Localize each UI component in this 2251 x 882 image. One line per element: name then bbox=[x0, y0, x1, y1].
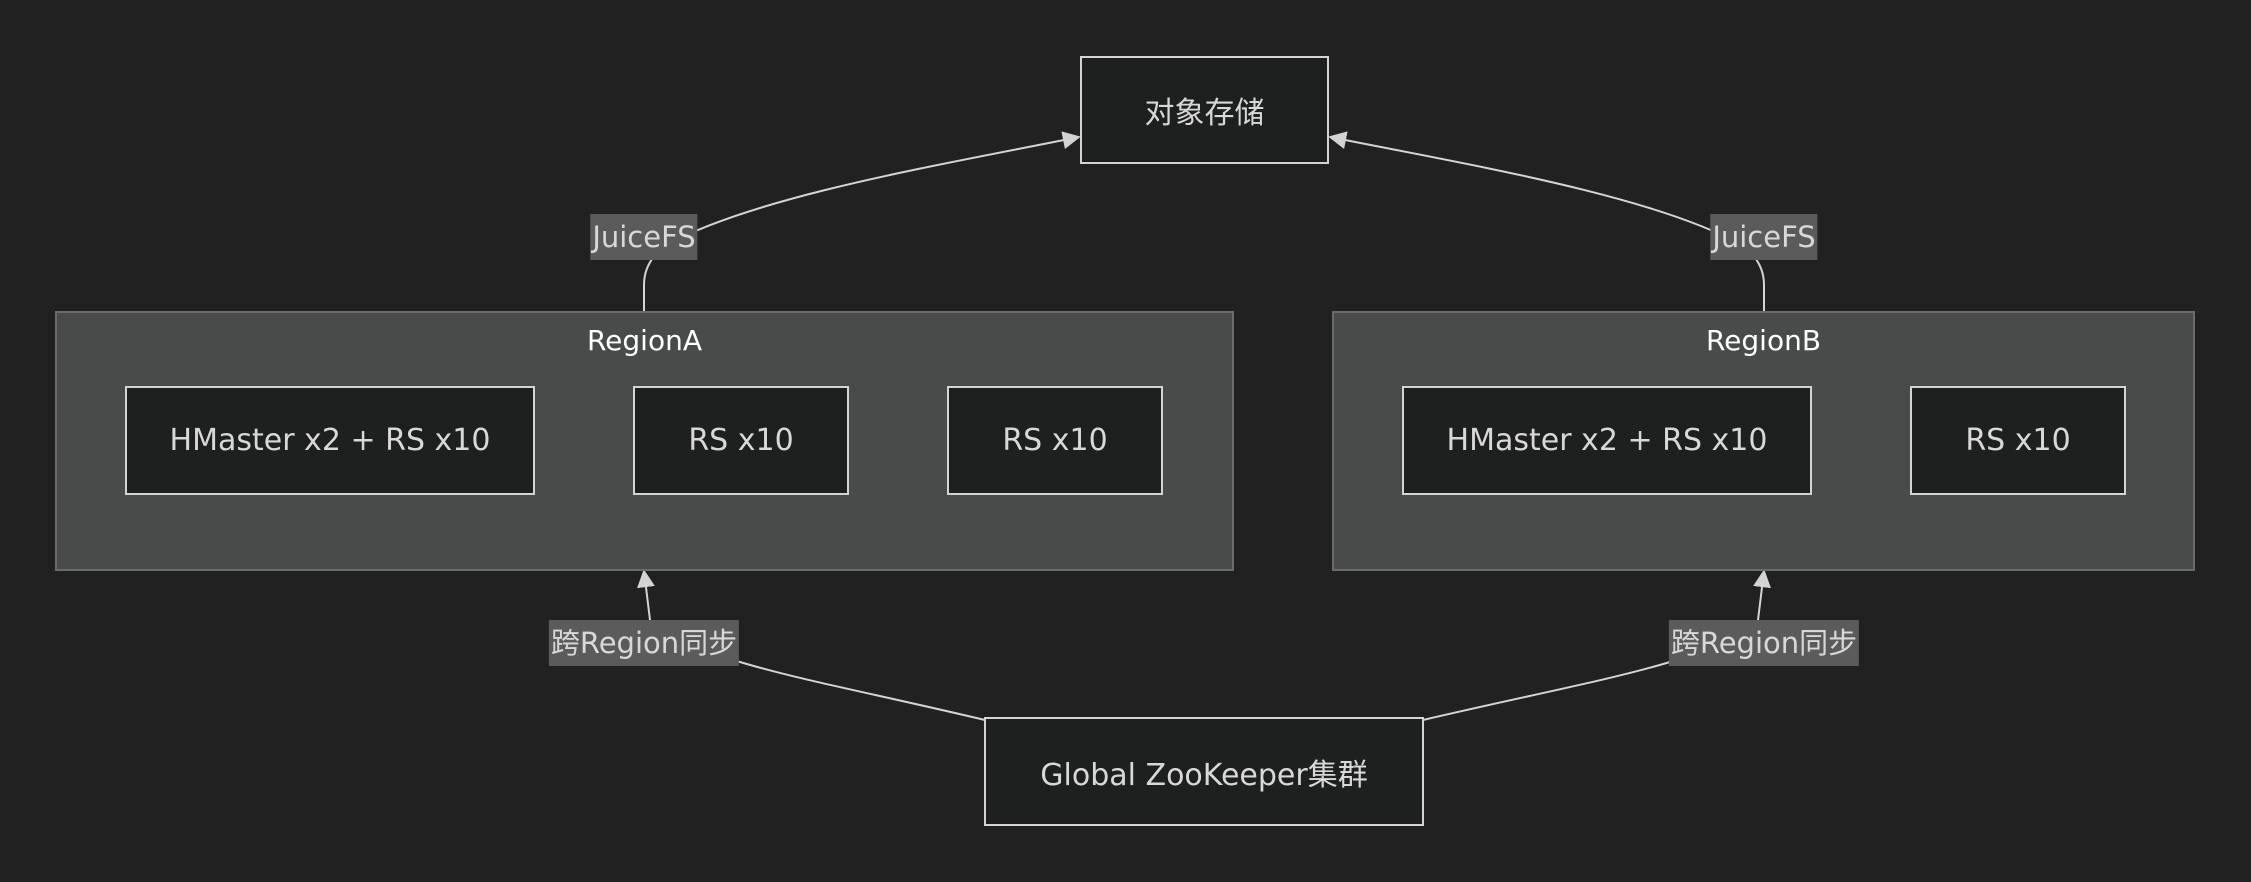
zookeeper-node: Global ZooKeeper集群 bbox=[984, 717, 1424, 826]
region-a-title: RegionA bbox=[586, 324, 702, 357]
region-b-title: RegionB bbox=[1705, 324, 1822, 357]
region-b-hmaster-node: HMaster x2 + RS x10 bbox=[1402, 386, 1812, 495]
edge-label-juicefs-a: JuiceFS bbox=[590, 214, 698, 260]
region-a-hmaster-node: HMaster x2 + RS x10 bbox=[125, 386, 535, 495]
region-a-hmaster-label: HMaster x2 + RS x10 bbox=[169, 423, 491, 458]
edge-label-sync-b: 跨Region同步 bbox=[1668, 620, 1860, 666]
edge-label-sync-a: 跨Region同步 bbox=[548, 620, 740, 666]
region-b-rs-node: RS x10 bbox=[1910, 386, 2126, 495]
region-b-hmaster-label: HMaster x2 + RS x10 bbox=[1446, 423, 1768, 458]
edge-region-b-to-storage bbox=[1328, 131, 1765, 311]
zookeeper-label: Global ZooKeeper集群 bbox=[1040, 757, 1368, 793]
object-storage-label: 对象存储 bbox=[1144, 96, 1265, 131]
edge-label-juicefs-b: JuiceFS bbox=[1710, 214, 1818, 260]
edge-region-a-to-storage bbox=[643, 131, 1081, 311]
region-a-rs-node-2: RS x10 bbox=[947, 386, 1163, 495]
region-a-rs-label-1: RS x10 bbox=[688, 423, 794, 458]
region-b-rs-label: RS x10 bbox=[1965, 423, 2071, 458]
object-storage-node: 对象存储 bbox=[1080, 56, 1329, 164]
region-a-rs-label-2: RS x10 bbox=[1002, 423, 1108, 458]
region-a-rs-node-1: RS x10 bbox=[633, 386, 849, 495]
